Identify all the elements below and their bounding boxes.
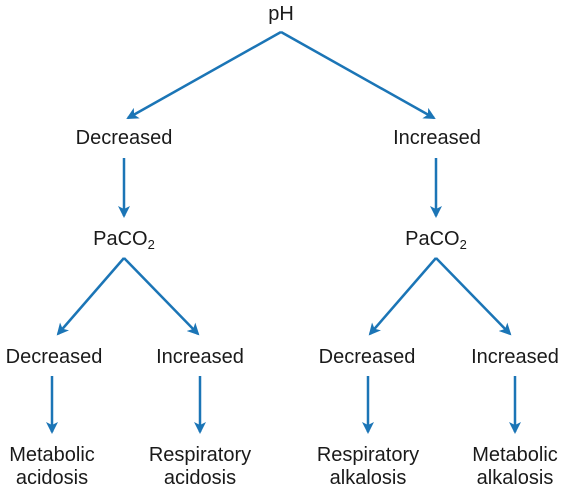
level3-left-decreased-label: Decreased xyxy=(5,346,103,368)
outcome-line2: acidosis xyxy=(163,467,237,489)
arrow-ph-to-decreased xyxy=(126,30,282,120)
level3-left-increased-label: Increased xyxy=(156,346,244,368)
outcome-line1: Respiratory xyxy=(148,444,252,466)
arrow-ph-to-increased xyxy=(280,30,436,120)
outcome-line1: Respiratory xyxy=(316,444,420,466)
level3-right-increased-label: Increased xyxy=(471,346,559,368)
outcome-line2: alkalosis xyxy=(476,467,554,489)
paco2-left-label: PaCO2 xyxy=(93,228,155,252)
arrow-paco2-left-to-increased xyxy=(123,257,200,336)
outcome-metabolic-acidosis: Metabolic acidosis xyxy=(9,444,95,490)
arrow-paco2-left-to-decreased xyxy=(56,257,125,336)
outcome-line1: Metabolic xyxy=(472,444,558,466)
outcome-line2: acidosis xyxy=(15,467,89,489)
outcome-line1: Metabolic xyxy=(9,444,95,466)
outcome-respiratory-alkalosis: Respiratory alkalosis xyxy=(317,444,419,490)
level3-right-decreased-label: Decreased xyxy=(318,346,416,368)
outcome-respiratory-acidosis: Respiratory acidosis xyxy=(149,444,251,490)
outcome-line2: alkalosis xyxy=(329,467,407,489)
arrow-paco2-right-to-decreased xyxy=(368,257,437,336)
level1-increased-label: Increased xyxy=(393,127,481,149)
root-ph-label: pH xyxy=(268,3,294,25)
paco2-right-label: PaCO2 xyxy=(405,228,467,252)
arrow-paco2-right-to-increased xyxy=(435,257,512,336)
outcome-metabolic-alkalosis: Metabolic alkalosis xyxy=(472,444,558,490)
level1-decreased-label: Decreased xyxy=(75,127,173,149)
